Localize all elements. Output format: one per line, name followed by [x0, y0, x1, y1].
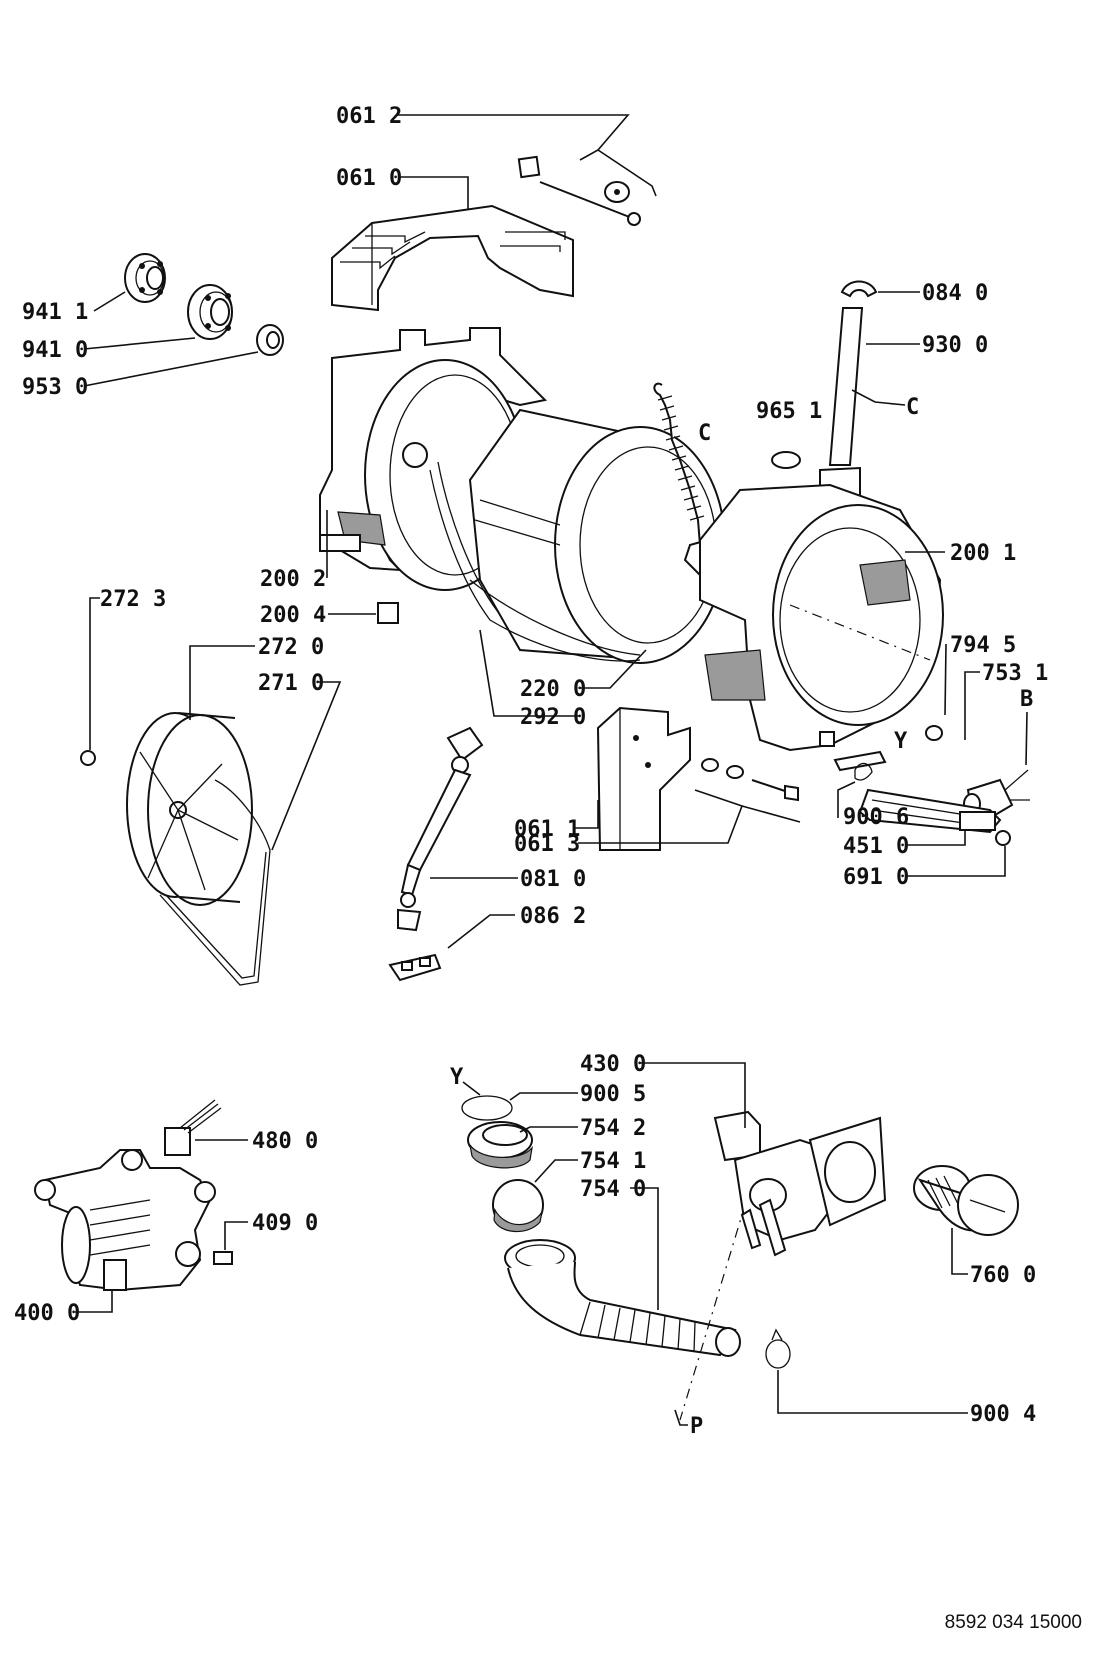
label-451-0: 451 0	[843, 834, 909, 859]
leader-061-0	[398, 176, 469, 210]
part-061-3-bolt-set	[701, 758, 799, 802]
label-061-2: 061 2	[336, 104, 402, 129]
label-900-4: 900 4	[970, 1402, 1036, 1427]
part-271-0-belt	[159, 779, 271, 986]
label-760-0: 760 0	[970, 1263, 1036, 1288]
label-272-0: 272 0	[258, 635, 324, 660]
part-061-1-weight	[596, 706, 691, 851]
part-900-5-clamp	[461, 1095, 513, 1121]
label-292-0: 292 0	[520, 705, 586, 730]
label-900-6: 900 6	[843, 805, 909, 830]
label-480-0: 480 0	[252, 1129, 318, 1154]
part-754-2-ring	[467, 1121, 533, 1169]
label-p: P	[690, 1414, 703, 1439]
part-292-0-gasket	[429, 461, 641, 662]
part-086-2-bracket	[388, 953, 442, 982]
part-930-0-spring	[819, 307, 864, 514]
label-200-2: 200 2	[260, 567, 326, 592]
label-941-0: 941 0	[22, 338, 88, 363]
part-061-0-counterweight	[331, 204, 574, 312]
label-271-0: 271 0	[258, 671, 324, 696]
label-y-bottom: Y	[450, 1065, 464, 1090]
label-754-1: 754 1	[580, 1149, 646, 1174]
label-c-right: C	[906, 395, 919, 420]
label-400-0: 400 0	[14, 1301, 80, 1326]
label-754-2: 754 2	[580, 1116, 646, 1141]
label-691-0: 691 0	[843, 865, 909, 890]
label-086-2: 086 2	[520, 904, 586, 929]
label-900-5: 900 5	[580, 1082, 646, 1107]
part-084-0-hook	[840, 280, 878, 298]
label-753-1: 753 1	[982, 661, 1048, 686]
label-200-1: 200 1	[950, 541, 1016, 566]
part-900-4-clamp	[765, 1328, 791, 1369]
leader-061-2	[398, 114, 630, 161]
part-409-0-terminal	[213, 1251, 233, 1265]
part-900-6-clip	[854, 762, 873, 781]
label-220-0: 220 0	[520, 677, 586, 702]
label-794-5: 794 5	[950, 633, 1016, 658]
part-480-0-connector	[164, 1099, 222, 1156]
label-084-0: 084 0	[922, 281, 988, 306]
part-691-0-nut	[995, 830, 1011, 846]
part-794-5-bushing	[925, 725, 943, 741]
label-754-0: 754 0	[580, 1177, 646, 1202]
document-number: 8592 034 15000	[944, 1612, 1082, 1633]
part-430-0-pump	[713, 1110, 887, 1257]
part-451-0-heater	[858, 788, 1002, 834]
label-y-top: Y	[894, 729, 908, 754]
label-272-3: 272 3	[100, 587, 166, 612]
label-430-0: 430 0	[580, 1052, 646, 1077]
part-081-0-shock-absorber	[397, 726, 484, 932]
part-272-3-nut	[80, 750, 96, 766]
label-941-1: 941 1	[22, 300, 88, 325]
label-b: B	[1020, 687, 1033, 712]
part-760-0-filter	[913, 1165, 1019, 1236]
part-941-0-bearing	[187, 284, 233, 340]
label-409-0: 409 0	[252, 1211, 318, 1236]
label-061-1: 061 1	[514, 817, 580, 842]
part-754-1-ball	[492, 1179, 544, 1233]
part-754-0-hose	[504, 1239, 741, 1357]
label-081-0: 081 0	[520, 867, 586, 892]
part-941-1-bearing	[124, 253, 166, 303]
part-272-0-pulley	[126, 712, 253, 906]
part-061-2-rod-kit	[517, 155, 641, 226]
label-c-mid: C	[698, 421, 711, 446]
part-400-0-motor	[34, 1149, 216, 1292]
part-220-0-drum	[468, 408, 726, 664]
label-930-0: 930 0	[922, 333, 988, 358]
label-200-4: 200 4	[260, 603, 326, 628]
label-061-3: 061 3	[514, 832, 580, 857]
leader-292-0	[479, 629, 580, 717]
label-965-1: 965 1	[756, 399, 822, 424]
label-061-0: 061 0	[336, 166, 402, 191]
part-953-0-seal	[256, 324, 284, 356]
part-965-1-plug	[771, 451, 801, 469]
leader-220-0	[580, 649, 647, 689]
part-200-4-clip	[377, 602, 399, 624]
part-200-1-front-tub	[699, 483, 944, 772]
label-953-0: 953 0	[22, 375, 88, 400]
